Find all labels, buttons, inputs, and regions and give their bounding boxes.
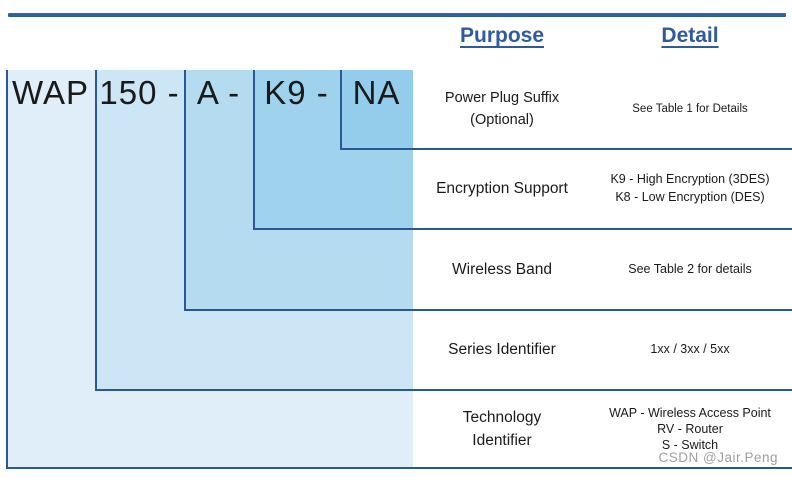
purpose-encryption: Encryption Support: [436, 180, 568, 198]
detail-power-plug: See Table 1 for Details: [632, 102, 748, 115]
row-divider-wireless-band: [184, 309, 792, 311]
row-divider-bottom: [6, 467, 792, 469]
row-divider-series: [95, 389, 792, 391]
bracket-power-plug-suffix: [340, 70, 413, 148]
model-segment-series: 150 -: [99, 74, 180, 111]
column-header-purpose[interactable]: Purpose: [459, 24, 545, 47]
detail-wireless-band: See Table 2 for details: [628, 261, 752, 276]
table-row-series: Series Identifier 1xx / 3xx / 5xx: [413, 311, 792, 389]
table-row-encryption: Encryption Support K9 - High Encryption …: [413, 150, 792, 228]
detail-series: 1xx / 3xx / 5xx: [650, 342, 730, 357]
detail-encryption: K9 - High Encryption (3DES) K8 - Low Enc…: [610, 172, 770, 204]
table-row-technology: Technology Identifier WAP - Wireless Acc…: [413, 391, 792, 467]
purpose-wireless-band: Wireless Band: [452, 260, 552, 278]
purpose-technology: Technology Identifier: [462, 408, 542, 449]
table-row-wireless-band: Wireless Band See Table 2 for details: [413, 230, 792, 309]
purpose-series: Series Identifier: [448, 341, 556, 359]
csdn-watermark: CSDN @Jair.Peng: [658, 450, 778, 465]
detail-technology: WAP - Wireless Access Point RV - Router …: [609, 405, 771, 453]
model-segment-power-plug: NA: [352, 74, 401, 111]
purpose-power-plug: Power Plug Suffix (Optional): [444, 89, 560, 128]
model-segment-band: A -: [196, 74, 241, 111]
column-header-detail[interactable]: Detail: [661, 24, 719, 47]
row-divider-encryption: [253, 228, 792, 230]
table-row-power-plug: Power Plug Suffix (Optional) See Table 1…: [413, 70, 792, 148]
model-segment-encryption: K9 -: [264, 74, 329, 111]
model-number: WAP 150 - A - K9 - NA: [6, 70, 413, 116]
row-divider-power-plug: [340, 148, 792, 150]
top-divider-bar: [8, 13, 786, 17]
model-segment-technology: WAP: [12, 74, 89, 111]
